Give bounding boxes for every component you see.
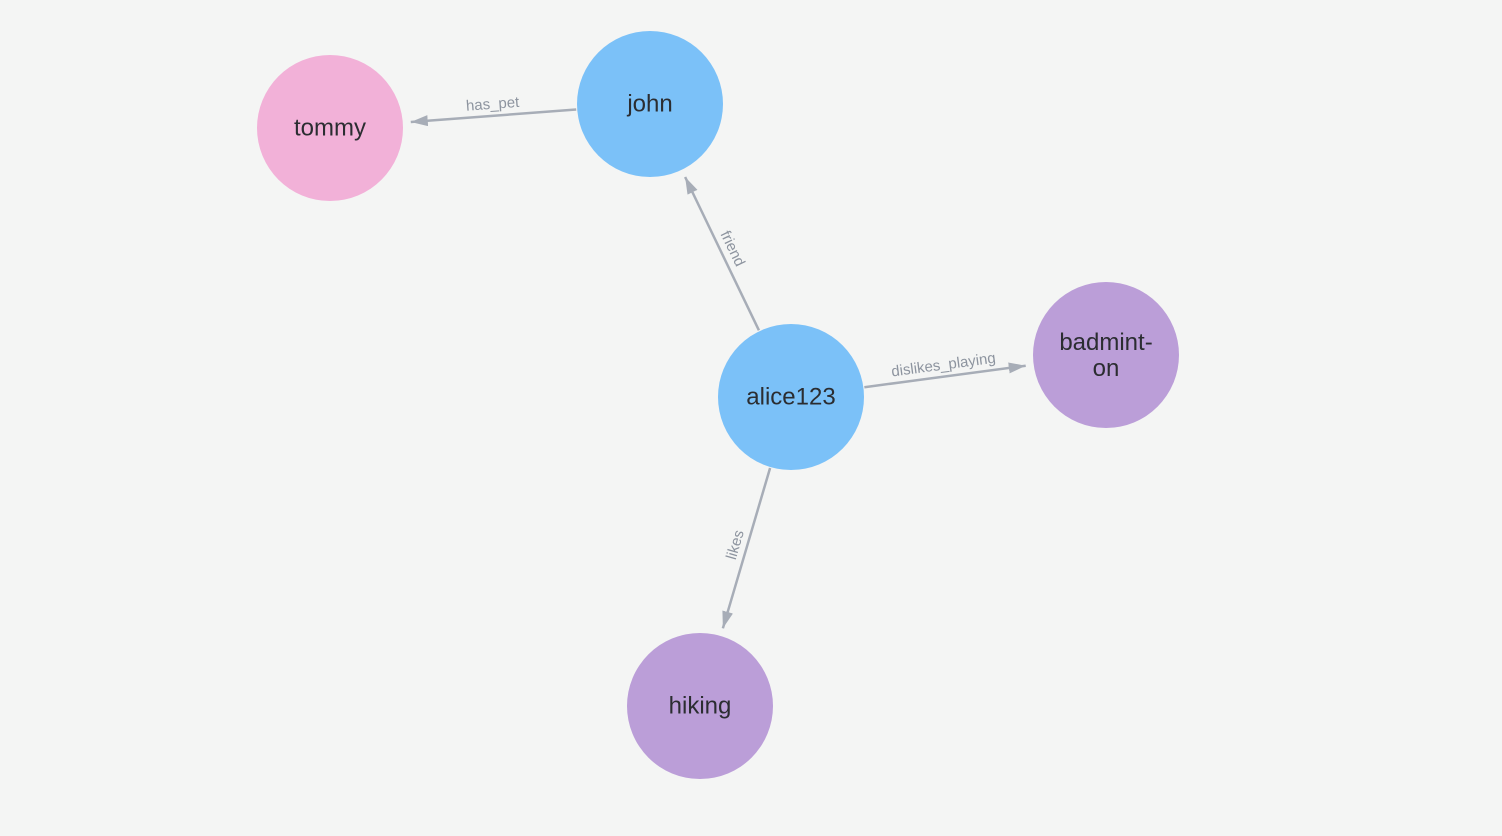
node-circle[interactable] <box>257 55 403 201</box>
node-circle[interactable] <box>577 31 723 177</box>
edge-likes[interactable]: likes <box>721 467 772 629</box>
edge-line[interactable] <box>864 362 1026 389</box>
node-john[interactable]: john <box>577 31 723 177</box>
edge-label[interactable]: has_pet <box>465 94 520 115</box>
edge-label[interactable]: friend <box>717 228 749 269</box>
edge-has-pet[interactable]: has_pet <box>410 94 577 127</box>
edge-line[interactable] <box>721 467 772 629</box>
edge-dislikes-playing[interactable]: dislikes_playing <box>864 350 1026 389</box>
node-circle[interactable] <box>627 633 773 779</box>
node-hiking[interactable]: hiking <box>627 633 773 779</box>
edge-line[interactable] <box>683 176 761 331</box>
edge-line[interactable] <box>410 108 577 127</box>
node-circle[interactable] <box>718 324 864 470</box>
node-badminton[interactable]: badmint-on <box>1033 282 1179 428</box>
node-alice123[interactable]: alice123 <box>718 324 864 470</box>
edge-friend[interactable]: friend <box>683 176 761 331</box>
node-circle[interactable] <box>1033 282 1179 428</box>
node-tommy[interactable]: tommy <box>257 55 403 201</box>
nodes-layer: tommy john alice123 badmint-on hiking <box>257 31 1179 779</box>
